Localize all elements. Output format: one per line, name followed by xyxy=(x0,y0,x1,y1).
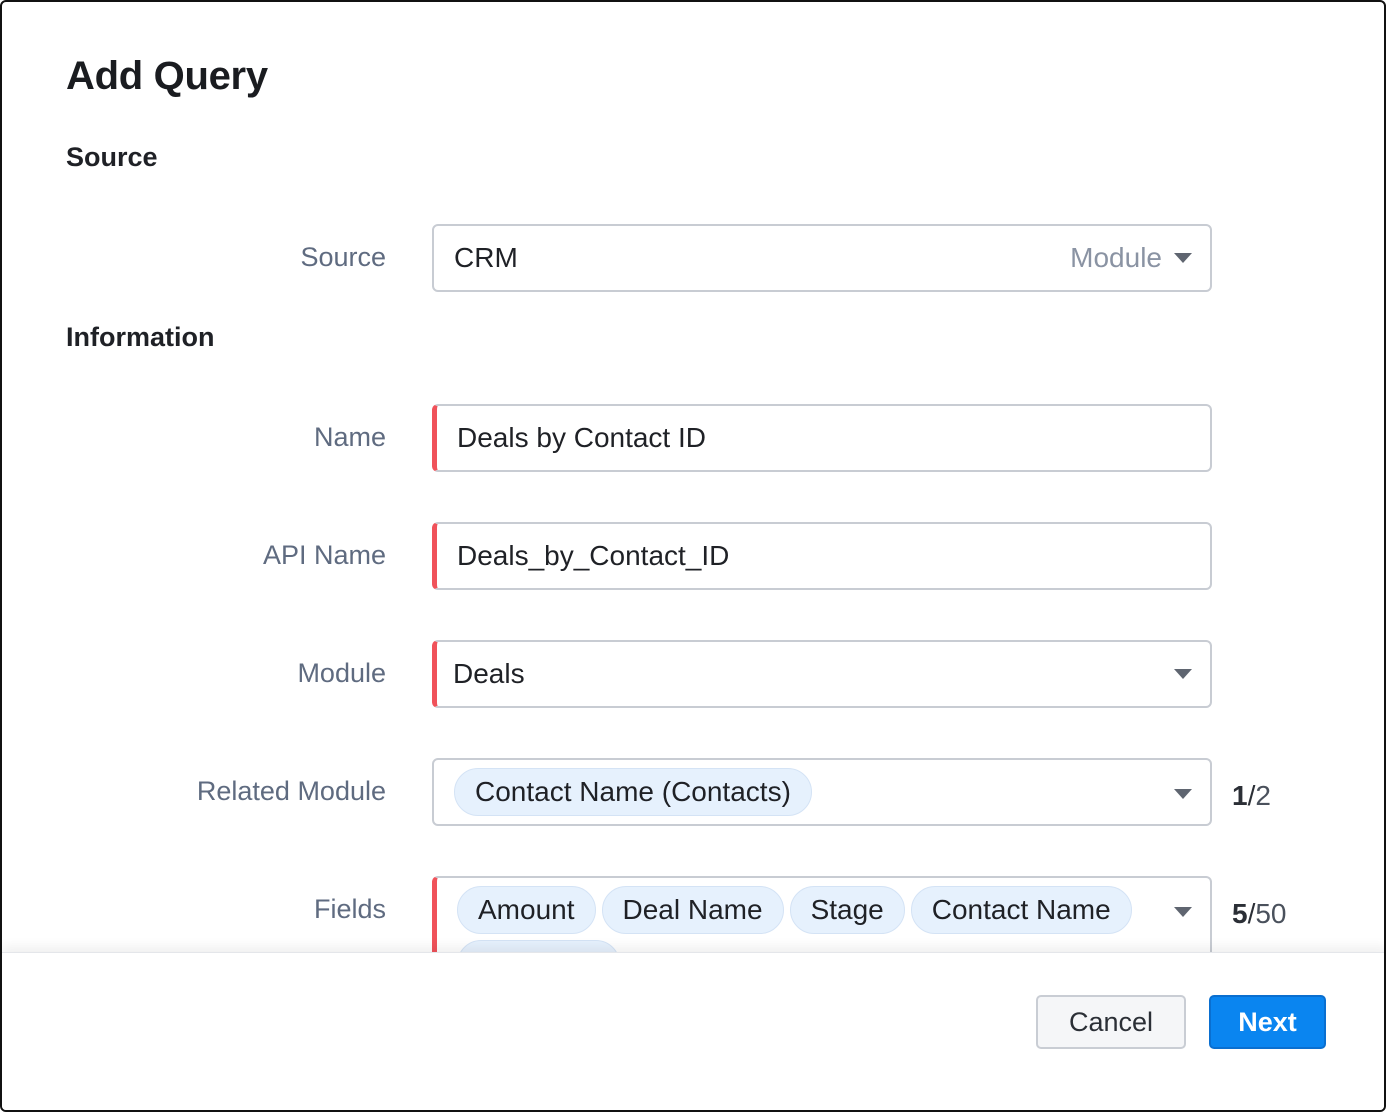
name-value: Deals by Contact ID xyxy=(457,422,706,453)
chip-contact-name-contacts[interactable]: Contact Name (Contacts) xyxy=(454,768,812,816)
related-module-count-max: 2 xyxy=(1255,780,1271,811)
api-name-value: Deals_by_Contact_ID xyxy=(457,540,730,571)
api-name-input[interactable]: Deals_by_Contact_ID xyxy=(432,522,1212,590)
related-module-count-value: 1 xyxy=(1232,780,1248,811)
related-module-count: 1/2 xyxy=(1232,780,1271,811)
chevron-down-icon[interactable] xyxy=(1174,907,1192,917)
fields-count-max: 50 xyxy=(1255,898,1287,929)
source-module-hint: Module xyxy=(1070,242,1162,273)
source-value: CRM xyxy=(454,242,518,273)
module-label: Module xyxy=(297,658,386,688)
chevron-down-icon[interactable] xyxy=(1174,789,1192,799)
chip-deal-name[interactable]: Deal Name xyxy=(601,886,784,934)
next-button[interactable]: Next xyxy=(1209,995,1326,1049)
name-input[interactable]: Deals by Contact ID xyxy=(432,404,1212,472)
api-name-label: API Name xyxy=(262,540,386,570)
section-heading-source: Source xyxy=(66,142,158,172)
fields-count-value: 5 xyxy=(1232,898,1248,929)
fields-label: Fields xyxy=(313,894,386,924)
related-module-chips: Contact Name (Contacts) xyxy=(434,760,1154,824)
name-label: Name xyxy=(313,422,386,452)
cancel-button[interactable]: Cancel xyxy=(1036,995,1186,1049)
chevron-down-icon[interactable] xyxy=(1174,669,1192,679)
chip-contact-name[interactable]: Contact Name xyxy=(910,886,1132,934)
source-select[interactable]: CRM Module xyxy=(432,224,1212,292)
section-heading-information: Information xyxy=(66,322,215,352)
fields-count: 5/50 xyxy=(1232,898,1287,929)
related-module-label: Related Module xyxy=(196,776,386,806)
dialog-footer: Cancel Next xyxy=(2,952,1384,1110)
chevron-down-icon[interactable] xyxy=(1174,253,1192,263)
chip-amount[interactable]: Amount xyxy=(457,886,596,934)
related-module-select[interactable]: Contact Name (Contacts) xyxy=(432,758,1212,826)
source-label: Source xyxy=(300,242,386,272)
chip-stage[interactable]: Stage xyxy=(789,886,905,934)
dialog-title: Add Query xyxy=(66,54,268,98)
module-select[interactable]: Deals xyxy=(432,640,1212,708)
module-value: Deals xyxy=(453,658,525,689)
